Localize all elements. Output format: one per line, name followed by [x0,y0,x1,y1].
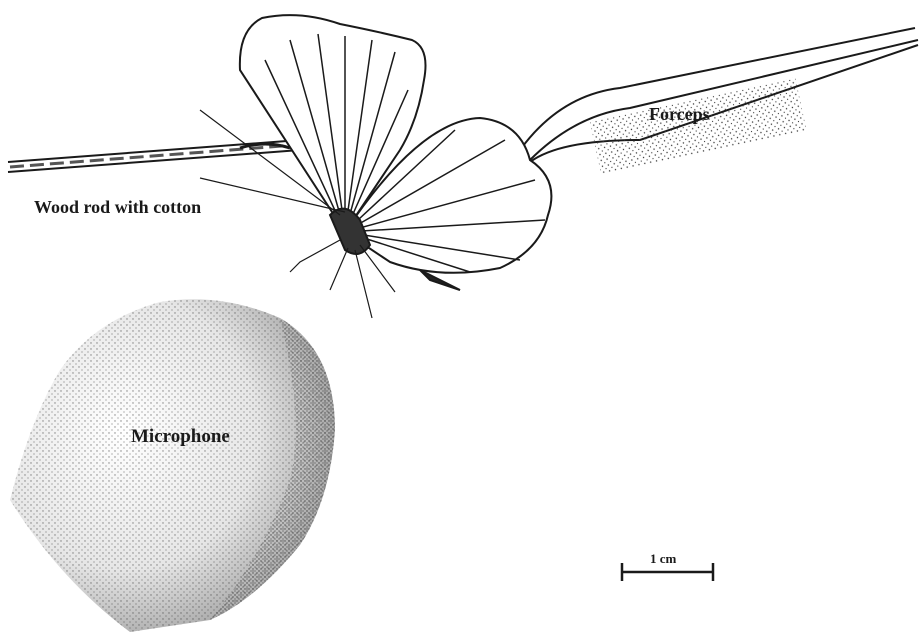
scale-bar-label: 1 cm [650,551,676,567]
wood-rod [8,140,300,172]
butterfly [200,15,551,318]
microphone-label: Microphone [131,426,230,448]
wood-rod-label: Wood rod with cotton [34,197,201,218]
forceps-label: Forceps [649,104,710,125]
forceps [520,28,918,175]
microphone [10,299,335,632]
